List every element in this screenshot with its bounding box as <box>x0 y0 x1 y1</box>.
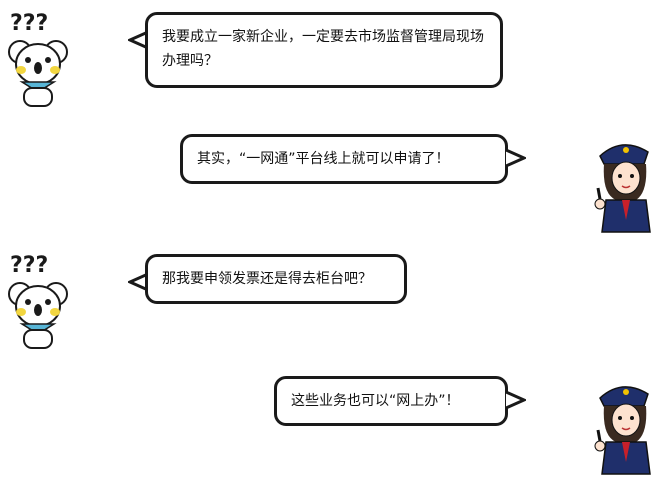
koala-avatar: ??? <box>6 252 70 352</box>
officer-mascot-icon <box>594 144 651 233</box>
message-text: 我要成立一家新企业，一定要去市场监督管理局现场办理吗？ <box>162 29 484 69</box>
message-row-1: ??? 我要成立一家新企业，一定要去市场监督管理局现场办理吗？ <box>0 8 662 108</box>
message-text: 这些业务也可以“网上办”！ <box>291 393 460 409</box>
question-marks: ??? <box>10 253 48 278</box>
koala-speech-bubble: 那我要申领发票还是得去柜台吧？ <box>145 254 407 304</box>
bubble-tail-right <box>506 390 526 410</box>
koala-mascot-icon: ??? <box>8 11 68 107</box>
officer-avatar <box>586 134 656 234</box>
message-text: 那我要申领发票还是得去柜台吧？ <box>162 271 372 287</box>
koala-mascot-icon: ??? <box>8 253 68 349</box>
bubble-tail-left <box>128 272 148 292</box>
officer-avatar <box>586 376 656 476</box>
message-row-4: 这些业务也可以“网上办”！ <box>0 370 662 480</box>
message-text: 其实，“一网通”平台线上就可以申请了！ <box>197 151 450 167</box>
officer-mascot-icon <box>594 386 651 475</box>
officer-speech-bubble: 这些业务也可以“网上办”！ <box>274 376 508 426</box>
koala-avatar: ??? <box>6 10 70 110</box>
message-row-3: ??? 那我要申领发票还是得去柜台吧？ <box>0 250 662 360</box>
message-row-2: 其实，“一网通”平台线上就可以申请了！ <box>0 128 662 238</box>
officer-speech-bubble: 其实，“一网通”平台线上就可以申请了！ <box>180 134 508 184</box>
bubble-tail-left <box>128 30 148 50</box>
bubble-tail-right <box>506 148 526 168</box>
koala-speech-bubble: 我要成立一家新企业，一定要去市场监督管理局现场办理吗？ <box>145 12 503 88</box>
question-marks: ??? <box>10 11 48 36</box>
